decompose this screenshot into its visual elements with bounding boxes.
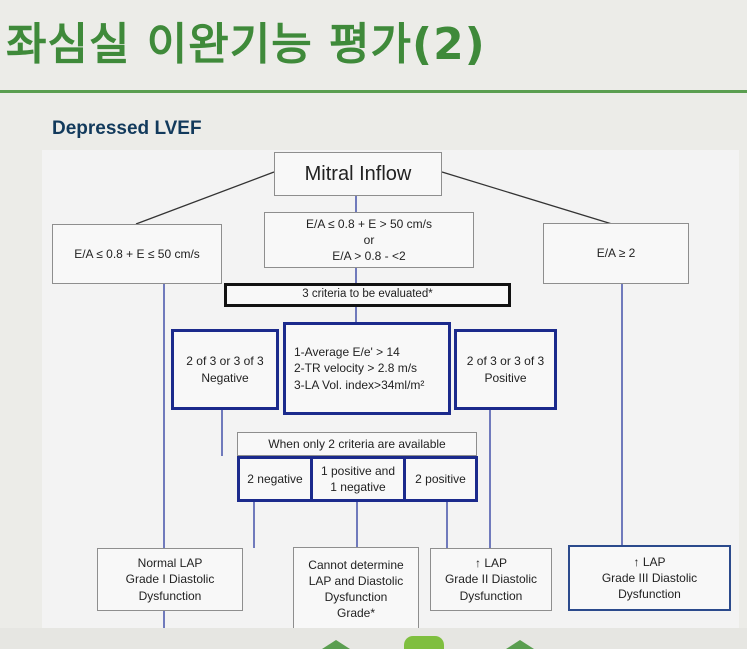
criteria-item-1: 1-Average E/e' > 14 bbox=[294, 345, 400, 360]
outcome-grade2-line-3: Dysfunction bbox=[459, 588, 523, 603]
footer-decoration bbox=[0, 628, 747, 649]
outcome-normal-line-3: Dysfunction bbox=[138, 588, 202, 603]
negative-line-2: Negative bbox=[201, 370, 249, 385]
footer-center-button-icon bbox=[404, 636, 444, 649]
mixed-box: 1 positive and 1 negative bbox=[310, 456, 406, 502]
outcome-normal-line-2: Grade I Diastolic bbox=[125, 572, 215, 587]
connector-top-right bbox=[441, 171, 613, 225]
outcome-grade3-box: ↑ LAP Grade III Diastolic Dysfunction bbox=[568, 545, 731, 611]
positive-line-1: 2 of 3 or 3 of 3 bbox=[466, 354, 545, 369]
outcome-grade3-line-1: ↑ LAP bbox=[633, 554, 666, 569]
branch-mid-line-2: or bbox=[363, 232, 375, 247]
outcome-grade3-line-3: Dysfunction bbox=[618, 587, 681, 602]
criteria-item-3: 3-LA Vol. index>34ml/m² bbox=[294, 377, 425, 392]
positive-line-2: Positive bbox=[484, 370, 527, 385]
branch-mid-line-3: E/A > 0.8 - <2 bbox=[332, 249, 406, 264]
outcome-normal-line-1: Normal LAP bbox=[137, 556, 203, 571]
outcome-undetermined-line-3: Dysfunction bbox=[324, 590, 388, 604]
branch-mid-box: E/A ≤ 0.8 + E > 50 cm/s or E/A > 0.8 - <… bbox=[264, 212, 474, 268]
positive-box: 2 of 3 or 3 of 3 Positive bbox=[454, 329, 557, 410]
branch-right-box: E/A ≥ 2 bbox=[543, 223, 689, 284]
criteria-item-2: 2-TR velocity > 2.8 m/s bbox=[294, 361, 418, 376]
footer-left-arrow-icon bbox=[322, 640, 350, 649]
branch-mid-line-1: E/A ≤ 0.8 + E > 50 cm/s bbox=[306, 216, 432, 231]
connector-top-left bbox=[135, 171, 275, 225]
footer-strip bbox=[0, 628, 747, 649]
outcome-undetermined-box: Cannot determine LAP and Diastolic Dysfu… bbox=[293, 547, 419, 631]
branch-left-box: E/A ≤ 0.8 + E ≤ 50 cm/s bbox=[52, 224, 222, 284]
outcome-undetermined-line-2: LAP and Diastolic bbox=[308, 573, 404, 588]
outcome-normal-box: Normal LAP Grade I Diastolic Dysfunction bbox=[97, 548, 243, 611]
two-negative-box: 2 negative bbox=[237, 456, 313, 502]
mixed-line-1: 1 positive and bbox=[320, 463, 396, 478]
slide-title: 좌심실 이완기능 평가(2) bbox=[6, 19, 486, 70]
outcome-undetermined-line-4: Grade* bbox=[336, 606, 376, 621]
two-criteria-header-box: When only 2 criteria are available bbox=[237, 432, 477, 456]
criteria-header-text: 3 criteria to be evaluated* bbox=[302, 288, 433, 301]
two-criteria-header-text: When only 2 criteria are available bbox=[268, 436, 446, 451]
two-positive-box: 2 positive bbox=[403, 456, 478, 502]
two-positive-text: 2 positive bbox=[415, 471, 466, 486]
outcome-grade2-box: ↑ LAP Grade II Diastolic Dysfunction bbox=[430, 548, 552, 611]
negative-box: 2 of 3 or 3 of 3 Negative bbox=[171, 329, 279, 410]
two-negative-text: 2 negative bbox=[247, 471, 303, 486]
diagram-subtitle: Depressed LVEF bbox=[52, 118, 202, 139]
mixed-line-2: 1 negative bbox=[330, 480, 386, 494]
outcome-grade3-line-2: Grade III Diastolic bbox=[601, 570, 698, 585]
footer-right-arrow-icon bbox=[506, 640, 534, 649]
outcome-grade2-line-1: ↑ LAP bbox=[474, 556, 507, 571]
title-divider bbox=[0, 90, 747, 93]
branch-left-text: E/A ≤ 0.8 + E ≤ 50 cm/s bbox=[74, 246, 200, 261]
mitral-inflow-label: Mitral Inflow bbox=[304, 162, 412, 185]
branch-right-text: E/A ≥ 2 bbox=[596, 246, 636, 261]
outcome-grade2-line-2: Grade II Diastolic bbox=[444, 572, 538, 587]
mitral-inflow-box: Mitral Inflow bbox=[274, 152, 442, 196]
outcome-undetermined-line-1: Cannot determine bbox=[308, 557, 404, 572]
criteria-box: 1-Average E/e' > 14 2-TR velocity > 2.8 … bbox=[283, 322, 451, 415]
negative-line-1: 2 of 3 or 3 of 3 bbox=[186, 354, 264, 369]
criteria-header-box: 3 criteria to be evaluated* bbox=[224, 283, 511, 307]
